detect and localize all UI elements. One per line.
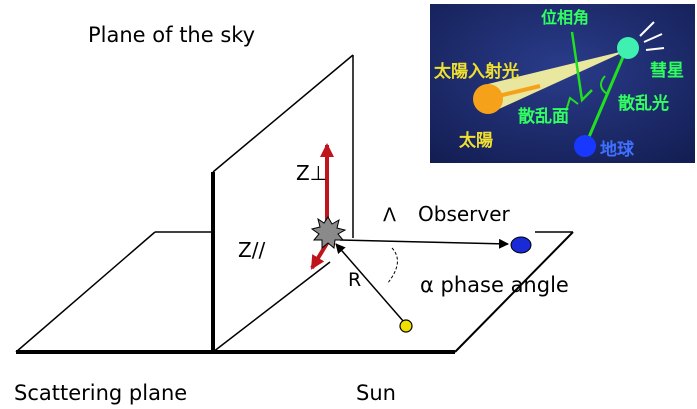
inset-scattering-plane-label: 散乱面 (518, 106, 569, 127)
inset-schematic: 位相角 太陽入射光 彗星 散乱面 散乱光 太陽 地球 (430, 4, 695, 163)
inset-sun-icon (473, 84, 503, 114)
z-par-label: Z// (238, 238, 265, 262)
inset-plane-pointer (565, 96, 579, 112)
inset-earth-label: 地球 (600, 139, 635, 160)
inset-phase-arc (600, 75, 608, 95)
incident-light-arrow (335, 243, 405, 323)
phase-angle-label: α phase angle (420, 273, 569, 297)
inset-comet-icon (617, 37, 639, 59)
sun-label: Sun (356, 381, 396, 405)
inset-scattered-light-label: 散乱光 (618, 93, 669, 114)
inset-phase-angle-label: 位相角 (541, 8, 589, 27)
inset-scattered-line (584, 49, 628, 145)
inset-sun-label: 太陽 (459, 130, 493, 151)
sun-dot (399, 319, 413, 333)
inset-earth-icon (574, 135, 596, 157)
lambda-label: Λ (383, 204, 396, 226)
inset-light-cone (488, 50, 628, 114)
phase-angle-arc (386, 247, 398, 285)
scattering-plane-label: Scattering plane (14, 381, 187, 405)
observer-label: Observer (418, 202, 511, 226)
inset-comet-label: 彗星 (650, 61, 684, 81)
observer-dot (510, 236, 532, 254)
observer-direction-arrow (339, 238, 509, 249)
inset-incident-label: 太陽入射光 (434, 61, 519, 82)
r-label: R (348, 269, 361, 291)
scatterer-burst-icon (310, 216, 347, 250)
plane-of-sky-shape (211, 54, 354, 353)
plane-of-sky-label: Plane of the sky (88, 23, 255, 47)
scattering-plane-shape (15, 231, 574, 354)
z-perp-label: Z⊥ (296, 161, 327, 185)
inset-phase-pointer (570, 31, 593, 103)
